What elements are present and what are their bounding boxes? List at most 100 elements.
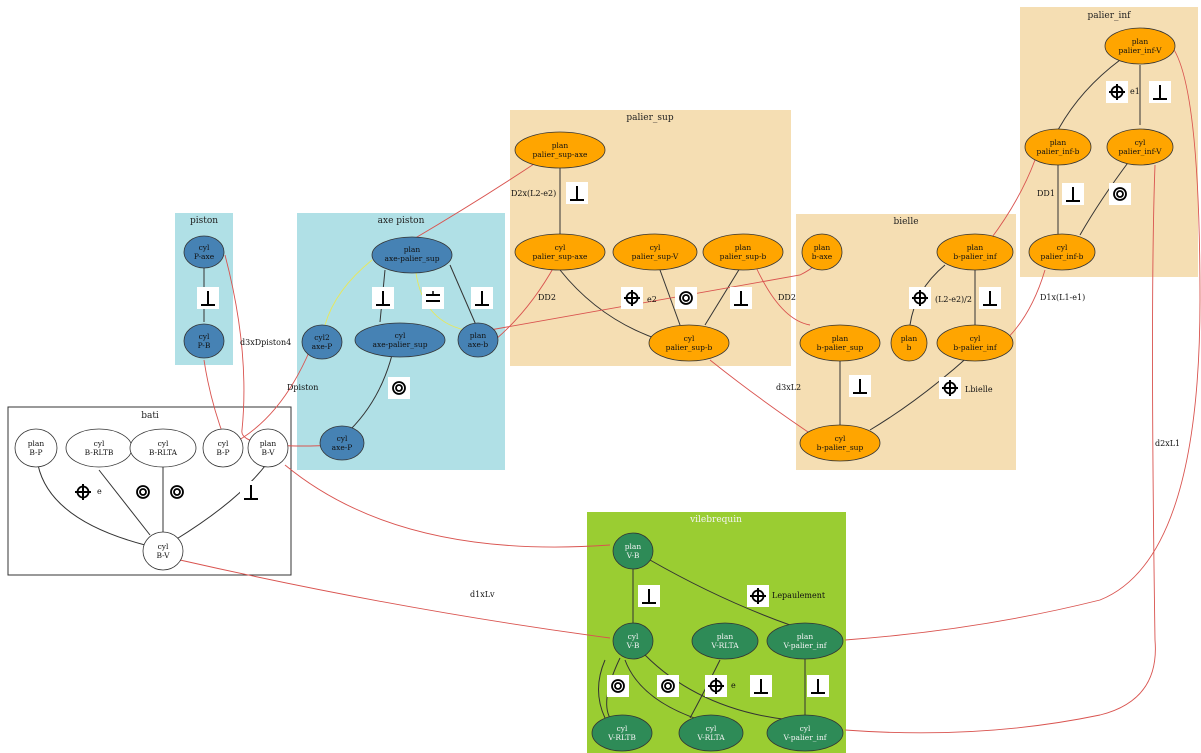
node-label-2: palier_sup-axe: [533, 252, 589, 261]
node-label-2: palier_sup-V: [632, 252, 679, 261]
node-cyl-V-palier-inf[interactable]: cyl V-palier_inf: [766, 714, 844, 752]
constraint-symbols: [72, 81, 1171, 697]
node-label-2: b-palier_sup: [817, 443, 864, 452]
node-label-1: plan: [404, 245, 421, 254]
node-plan-palier-sup-b[interactable]: plan palier_sup-b: [702, 233, 784, 271]
node-cyl-b-palier-sup[interactable]: cyl b-palier_sup: [799, 424, 881, 462]
node-plan-V-RLTA[interactable]: plan V-RLTA: [691, 622, 759, 660]
node-plan-b[interactable]: plan b: [890, 324, 928, 362]
node-label-1: cyl: [395, 331, 406, 340]
node-label-2: axe-b: [468, 340, 489, 349]
node-cyl-B-P[interactable]: cyl B-P: [202, 428, 244, 468]
node-plan-V-B[interactable]: plan V-B: [612, 532, 654, 570]
label-D2x-L2-e2: D2x(L2-e2): [511, 189, 556, 198]
node-label-1: plan: [797, 632, 814, 641]
node-cyl-palier-sup-b[interactable]: cyl palier_sup-b: [648, 324, 730, 362]
node-label-2: V-palier_inf: [782, 733, 827, 742]
node-axe-b[interactable]: plan axe-b: [457, 322, 499, 358]
cluster-title-vilebrequin: vilebrequin: [689, 515, 742, 525]
node-label-1: cyl: [158, 439, 169, 448]
node-label-2: B-V: [261, 448, 275, 457]
node-plan-b-axe[interactable]: plan b-axe: [801, 233, 843, 271]
node-label-1: cyl: [835, 434, 846, 443]
node-label-1: plan: [901, 334, 918, 343]
node-label-2: b-palier_inf: [953, 343, 997, 352]
node-plan-b-palier-inf[interactable]: plan b-palier_inf: [936, 233, 1014, 271]
node-label-1: cyl2: [314, 333, 330, 342]
node-cyl-B-V[interactable]: cyl B-V: [142, 531, 184, 571]
label-e1: e1: [1130, 87, 1140, 96]
node-label-2: B-RLTB: [85, 448, 114, 457]
node-label-2: B-P: [29, 448, 42, 457]
label-Lepaulement: Lepaulement: [772, 591, 826, 600]
node-label-2: V-B: [626, 551, 640, 560]
node-label-1: cyl: [650, 243, 661, 252]
node-label-1: cyl: [628, 632, 639, 641]
node-label-1: plan: [967, 243, 984, 252]
node-label-2: B-P: [216, 448, 229, 457]
node-cyl-palier-sup-V[interactable]: cyl palier_sup-V: [612, 233, 698, 271]
node-plan-B-P[interactable]: plan B-P: [14, 428, 58, 468]
node-label-2: V-RLTB: [607, 733, 636, 742]
black-edges: [37, 59, 1141, 721]
node-label-1: cyl: [94, 439, 105, 448]
node-cyl-V-RLTB[interactable]: cyl V-RLTB: [591, 714, 653, 752]
node-plan-V-palier-inf[interactable]: plan V-palier_inf: [766, 622, 844, 660]
cluster-title-bielle: bielle: [893, 217, 918, 227]
node-label-1: plan: [552, 141, 569, 150]
node-label-2: palier_sup-b: [720, 252, 767, 261]
node-label-2: b: [907, 343, 912, 352]
label-d2xL1: d2xL1: [1155, 439, 1180, 448]
node-plan-b-palier-sup[interactable]: plan b-palier_sup: [799, 324, 881, 362]
node-plan-palier-inf-b[interactable]: plan palier_inf-b: [1024, 128, 1092, 166]
node-cyl-palier-sup-axe[interactable]: cyl palier_sup-axe: [514, 233, 606, 271]
node-cyl-B-RLTA[interactable]: cyl B-RLTA: [129, 428, 197, 468]
node-label-1: cyl: [1135, 138, 1146, 147]
node-cyl-palier-inf-b[interactable]: cyl palier_inf-b: [1028, 233, 1096, 271]
node-axe-P[interactable]: cyl axe-P: [319, 425, 365, 461]
label-e2: e2: [647, 295, 657, 304]
node-label-1: cyl: [706, 724, 717, 733]
node-label-1: cyl: [555, 243, 566, 252]
node-cyl-axe-palier-sup[interactable]: cyl axe-palier_sup: [354, 322, 446, 358]
node-label-1: plan: [28, 439, 45, 448]
node-label-1: plan: [1050, 138, 1067, 147]
node-plan-palier-sup-axe[interactable]: plan palier_sup-axe: [514, 131, 606, 169]
node-P-B[interactable]: cyl P-B: [183, 323, 225, 359]
cluster-title-palier-inf: palier_inf: [1087, 11, 1131, 21]
cluster-title-piston: piston: [190, 216, 218, 226]
node-cyl-B-RLTB[interactable]: cyl B-RLTB: [65, 428, 133, 468]
node-cyl-V-B[interactable]: cyl V-B: [612, 622, 654, 660]
label-Lbielle: Lbielle: [965, 385, 993, 394]
node-label-2: V-palier_inf: [782, 641, 827, 650]
node-label-1: cyl: [684, 334, 695, 343]
node-label-2: palier_inf-V: [1119, 46, 1163, 55]
cluster-title-palier-sup: palier_sup: [626, 113, 673, 123]
node-cyl2-axe-P[interactable]: cyl2 axe-P: [301, 324, 343, 360]
label-d3xL2: d3xL2: [776, 383, 801, 392]
node-plan-B-V[interactable]: plan B-V: [247, 428, 289, 468]
node-label-1: plan: [814, 243, 831, 252]
node-label-1: plan: [1132, 37, 1149, 46]
node-label-1: cyl: [970, 334, 981, 343]
label-e: e: [97, 487, 102, 496]
node-cyl-b-palier-inf[interactable]: cyl b-palier_inf: [936, 324, 1014, 362]
node-cyl-palier-inf-V[interactable]: cyl palier_inf-V: [1106, 128, 1174, 166]
node-cyl-V-RLTA[interactable]: cyl V-RLTA: [678, 714, 744, 752]
node-label-2: V-RLTA: [696, 733, 725, 742]
node-label-1: plan: [260, 439, 277, 448]
node-label-1: cyl: [158, 542, 169, 551]
label-DD2-b: DD2: [778, 293, 796, 302]
node-P-axe[interactable]: cyl P-axe: [183, 235, 225, 269]
node-plan-palier-inf-V[interactable]: plan palier_inf-V: [1104, 27, 1176, 65]
node-label-1: plan: [470, 331, 487, 340]
label-d1xLv: d1xLv: [470, 590, 495, 599]
node-plan-axe-palier-sup[interactable]: plan axe-palier_sup: [371, 236, 453, 274]
node-label-2: axe-P: [332, 443, 353, 452]
edge-labels: d3xDpiston4 Dpiston D2x(L2-e2) DD2 DD2 e…: [97, 87, 1180, 690]
node-label-2: axe-P: [312, 342, 333, 351]
label-DD2-a: DD2: [538, 293, 556, 302]
cluster-title-axe-piston: axe piston: [378, 216, 425, 226]
node-label-2: b-axe: [812, 252, 833, 261]
node-label-2: P-B: [198, 341, 211, 350]
